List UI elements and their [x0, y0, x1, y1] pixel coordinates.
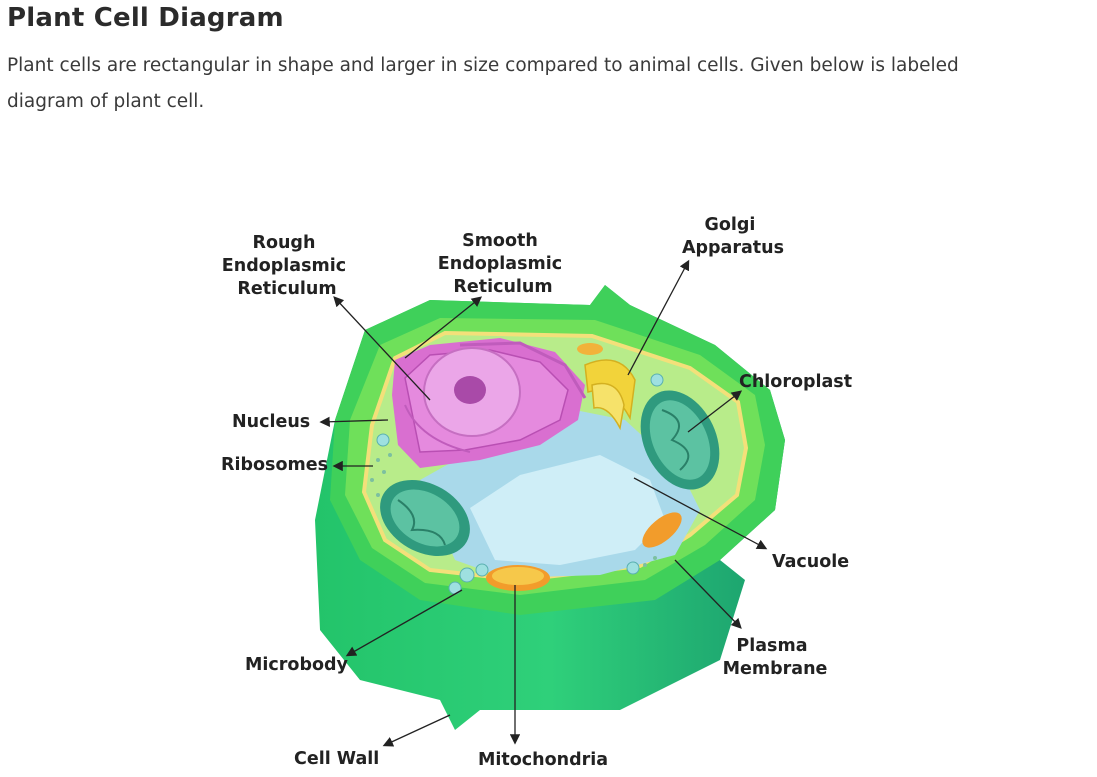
label-golgi-apparatus: Golgi Apparatus [682, 215, 784, 258]
label-microbody: Microbody [245, 655, 349, 675]
nucleus [424, 348, 520, 436]
label-plasma-membrane: Plasma Membrane [723, 636, 828, 679]
leader-cell-wall [385, 715, 450, 745]
label-chloroplast: Chloroplast [739, 372, 852, 392]
label-vacuole: Vacuole [772, 552, 849, 572]
label-rough-er: Rough Endoplasmic Reticulum [222, 233, 352, 299]
label-cell-wall: Cell Wall [294, 749, 379, 769]
label-nucleus: Nucleus [232, 412, 310, 432]
label-ribosomes: Ribosomes [221, 455, 328, 475]
label-smooth-er: Smooth Endoplasmic Reticulum [438, 231, 568, 297]
label-mitochondria: Mitochondria [478, 750, 608, 770]
